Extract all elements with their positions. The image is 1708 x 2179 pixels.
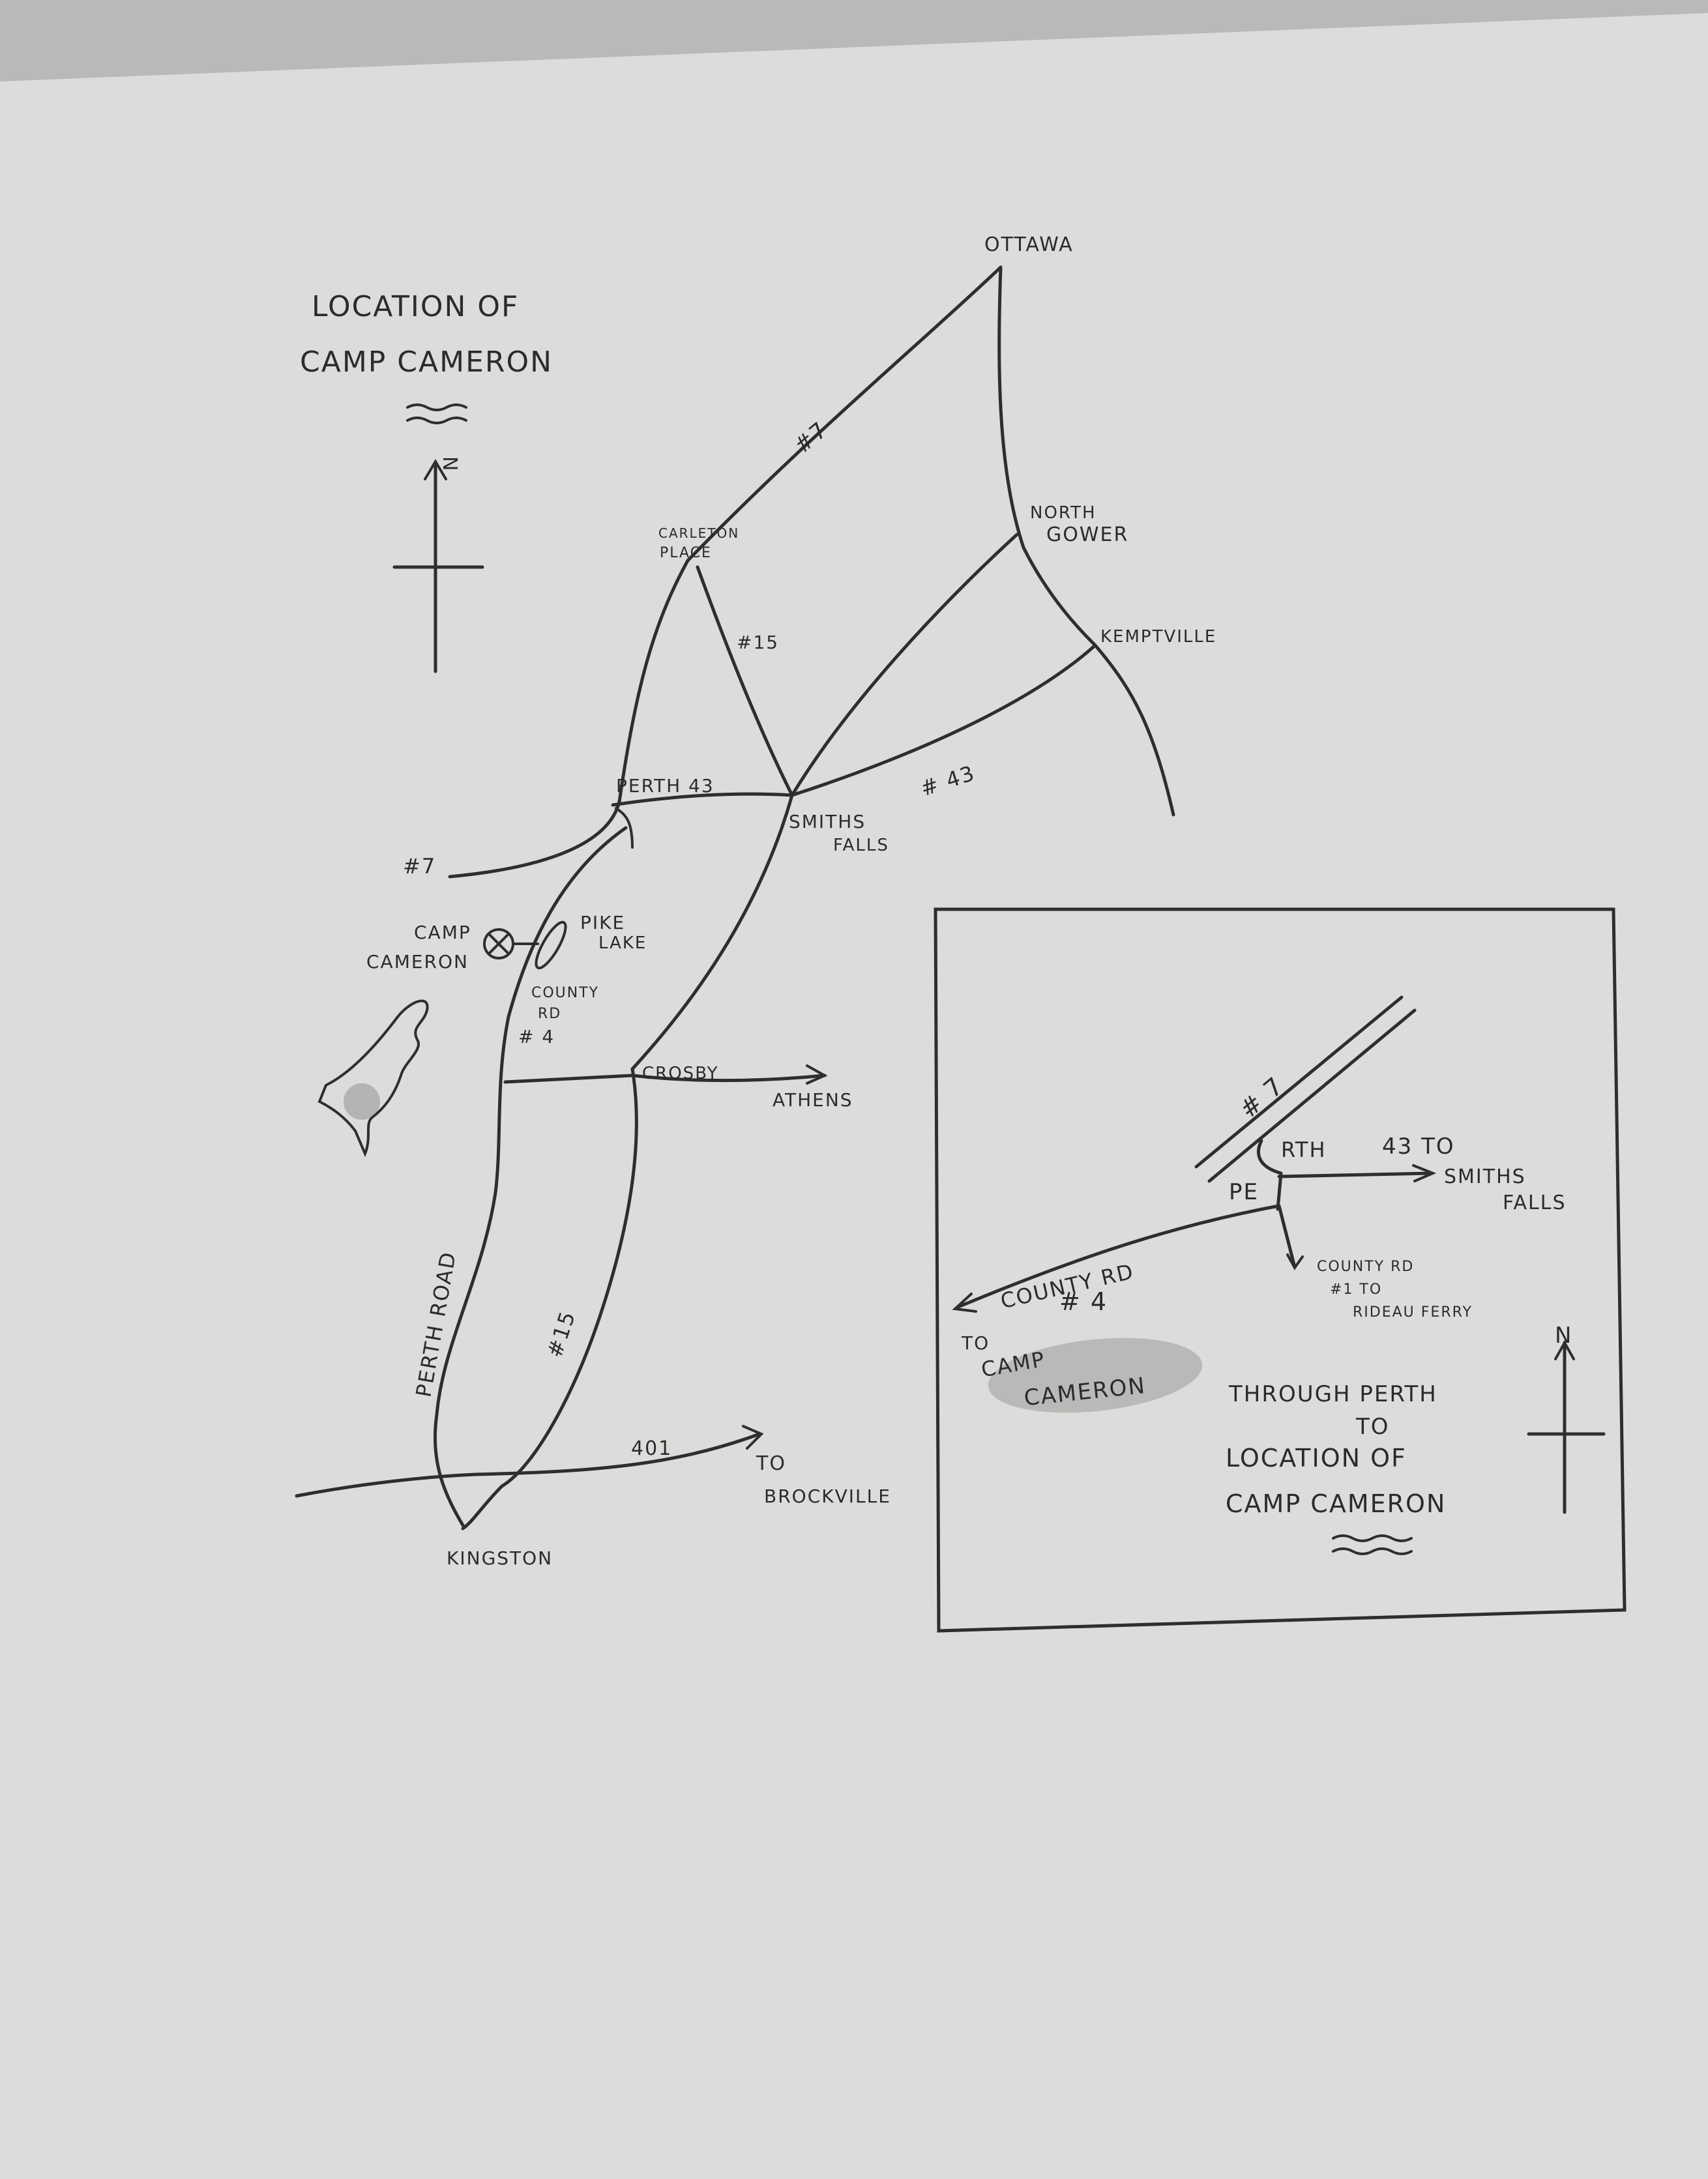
road-ottawa-kemptville [997, 265, 1097, 647]
inset-north-arrow-icon: N [1527, 1323, 1606, 1514]
road-hwy15-middle [630, 793, 794, 1071]
road-perth43 [611, 792, 794, 807]
inset-road-hwy43 [1277, 1171, 1433, 1178]
arrow-brockville-icon [742, 1425, 764, 1450]
label-smiths-falls-2: FALLS [833, 836, 889, 855]
inset-arrow-smiths-icon [1412, 1164, 1437, 1182]
label-smiths-falls: SMITHS [789, 811, 866, 832]
label-camp: CAMP [414, 922, 471, 943]
title-underline-icon [406, 403, 467, 424]
inset-caption-3: LOCATION OF [1226, 1444, 1407, 1472]
road-hwy401 [295, 1432, 761, 1498]
label-brockville: BROCKVILLE [764, 1485, 891, 1507]
inset-road-perth-stub [1257, 1139, 1283, 1211]
label-pike: PIKE [580, 912, 625, 933]
inset-map: # 7 PE RTH 43 TO SMITHS FALLS COUNTY RD … [934, 907, 1627, 1633]
label-hwy401: 401 [631, 1437, 672, 1460]
road-hwy7-south [617, 559, 690, 804]
main-title-line2: CAMP CAMERON [300, 345, 553, 379]
inset-camp-shade-icon [988, 1338, 1203, 1413]
label-county-rd-3: # 4 [518, 1026, 555, 1047]
inset-label-perth-right: RTH [1281, 1137, 1327, 1162]
label-kingston: KINGSTON [447, 1547, 553, 1569]
inset-label-perth-left: PE [1229, 1179, 1259, 1205]
label-county-rd-2: RD [538, 1006, 561, 1022]
road-northgower-smithsfalls [790, 533, 1019, 797]
perth-junction-icon [615, 807, 634, 849]
road-crosby-athens [630, 1074, 827, 1082]
inset-arrow-county4-icon [952, 1293, 977, 1313]
inset-label-hwy43-to: 43 TO [1382, 1133, 1455, 1160]
inset-arrow-county1-icon [1286, 1253, 1304, 1270]
inset-road-county4 [956, 1204, 1281, 1309]
inset-caption-2: TO [1355, 1414, 1390, 1440]
paper-sheet [0, 13, 1708, 2179]
inset-caption-4: CAMP CAMERON [1226, 1489, 1446, 1518]
road-hwy7-west [448, 800, 621, 879]
arrow-athens-icon [806, 1064, 828, 1085]
road-crosby-west [503, 1074, 634, 1084]
label-to-brockville: TO [756, 1452, 786, 1475]
road-hwy43-east [790, 643, 1097, 797]
road-hwy7-north [686, 265, 1003, 563]
label-perth43: PERTH 43 [616, 775, 714, 797]
inset-north-label: N [1555, 1323, 1572, 1349]
label-crosby: CROSBY [642, 1064, 719, 1083]
inset-label-county-rd1-3: RIDEAU FERRY [1353, 1304, 1473, 1321]
road-hwy15-lower [461, 1067, 638, 1530]
label-hwy7-west: #7 [403, 854, 436, 879]
inset-road-county1 [1277, 1204, 1296, 1266]
north-arrow-icon: N [392, 456, 484, 673]
inset-label-to-camp: TO [961, 1332, 990, 1354]
label-county-rd: COUNTY [531, 985, 599, 1001]
label-north-gower: NORTH [1030, 503, 1097, 523]
label-athens: ATHENS [773, 1089, 853, 1111]
north-label: N [438, 456, 461, 472]
inset-road-hwy7-a [1194, 995, 1404, 1169]
label-carleton-place: CARLETON [658, 525, 739, 541]
inset-caption-1: THROUGH PERTH [1228, 1381, 1437, 1407]
inset-label-smiths-falls: SMITHS [1444, 1165, 1526, 1188]
label-north-gower-2: GOWER [1046, 523, 1128, 546]
inset-caption-underline-icon [1332, 1534, 1413, 1555]
inset-road-hwy7-b [1207, 1008, 1417, 1183]
main-map: LOCATION OF CAMP CAMERON N [295, 233, 1216, 1569]
pike-lake-icon [535, 920, 567, 970]
inset-label-smiths-falls-2: FALLS [1503, 1192, 1567, 1214]
inset-frame [934, 907, 1627, 1633]
label-lake: LAKE [598, 933, 647, 953]
road-hwy15-upper [696, 565, 794, 797]
pointing-hand-icon [317, 999, 429, 1158]
road-county4-perthroad [433, 826, 628, 1527]
inset-label-county-rd1-2: #1 TO [1330, 1281, 1382, 1298]
road-kemptville-south [1093, 643, 1175, 817]
label-kemptville: KEMPTVILLE [1100, 627, 1216, 647]
inset-label-county-rd-num: # 4 [1059, 1287, 1108, 1316]
label-hwy15-upper: #15 [737, 632, 779, 653]
label-cameron: CAMERON [366, 951, 469, 973]
inset-label-county-rd1: COUNTY RD [1317, 1259, 1414, 1275]
main-title-line1: LOCATION OF [312, 290, 519, 323]
camp-cameron-marker-icon [483, 928, 539, 959]
label-carleton-place-2: PLACE [660, 545, 712, 561]
label-ottawa: OTTAWA [984, 233, 1074, 256]
